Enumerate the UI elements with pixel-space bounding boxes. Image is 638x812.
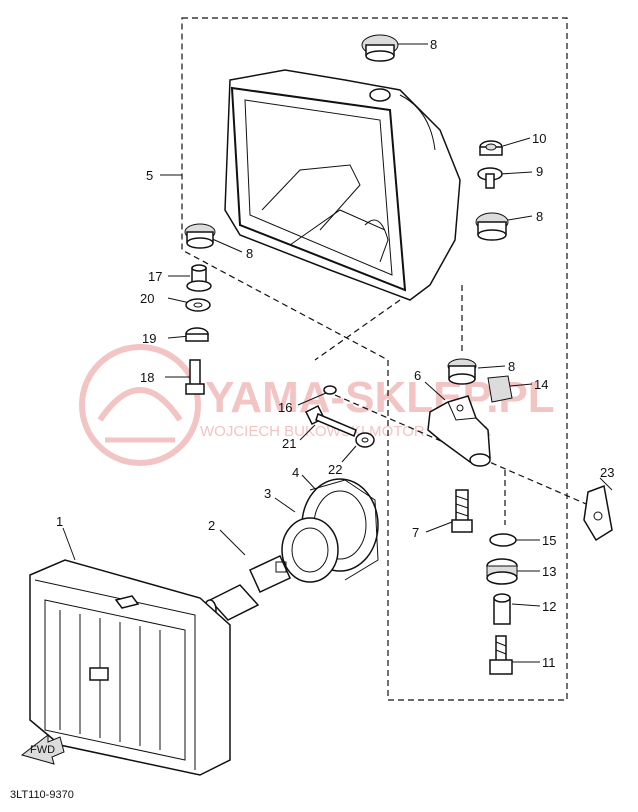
- callout-18: 18: [140, 370, 154, 385]
- callout-8-left: 8: [246, 246, 253, 261]
- callout-19: 19: [142, 331, 156, 346]
- grommet-8-right: [475, 212, 509, 241]
- diagram-code: 3LT110-9370: [10, 789, 74, 801]
- callout-9: 9: [536, 164, 543, 179]
- nut-10: [479, 140, 503, 156]
- callout-13: 13: [542, 564, 556, 579]
- callout-4: 4: [292, 465, 299, 480]
- callout-8-mount: 8: [508, 359, 515, 374]
- callout-12: 12: [542, 599, 556, 614]
- fwd-arrow: FWD: [20, 733, 65, 765]
- callout-8-right: 8: [536, 209, 543, 224]
- grommet-8-left: [184, 223, 216, 249]
- callout-16: 16: [278, 400, 292, 415]
- bolt-18: [185, 359, 205, 395]
- callout-11: 11: [542, 655, 556, 670]
- callout-10: 10: [532, 131, 546, 146]
- bracket-6: [427, 395, 491, 467]
- callout-14: 14: [534, 377, 548, 392]
- washer-15: [489, 533, 517, 547]
- bolt-11: [489, 635, 513, 675]
- callout-5: 5: [146, 168, 153, 183]
- screw-16: [323, 385, 337, 395]
- grommet-13: [486, 558, 518, 585]
- ring-3: [281, 517, 339, 583]
- callout-23: 23: [600, 465, 614, 480]
- bolt-21: [304, 404, 357, 438]
- washer-20: [185, 298, 211, 312]
- callout-2: 2: [208, 518, 215, 533]
- callout-22: 22: [328, 462, 342, 477]
- collar-12: [493, 593, 511, 625]
- bulb-2: [203, 555, 291, 621]
- callout-21: 21: [282, 436, 296, 451]
- callouts: 8 5 8 10 9 8 17 20 19 18 8 6 14 16 21 22…: [56, 37, 614, 670]
- callout-8-top: 8: [430, 37, 437, 52]
- callout-15: 15: [542, 533, 556, 548]
- nut-19: [185, 327, 209, 342]
- callout-20: 20: [140, 291, 154, 306]
- callout-7: 7: [412, 525, 419, 540]
- headlight-unit-1: [29, 559, 231, 776]
- leader-lines: [62, 43, 613, 663]
- washer-9: [477, 167, 503, 189]
- callout-1: 1: [56, 514, 63, 529]
- callout-6: 6: [414, 368, 421, 383]
- plate-23: [583, 484, 613, 542]
- washer-22: [355, 432, 375, 448]
- clip-14: [487, 375, 513, 403]
- grommet-8-mount: [447, 358, 477, 385]
- grommet-8-top: [361, 34, 399, 62]
- callout-17: 17: [148, 269, 162, 284]
- fwd-label: FWD: [30, 744, 55, 756]
- headlight-housing: [224, 69, 461, 301]
- callout-3: 3: [264, 486, 271, 501]
- collar-17: [186, 264, 212, 292]
- bolt-7: [451, 489, 473, 533]
